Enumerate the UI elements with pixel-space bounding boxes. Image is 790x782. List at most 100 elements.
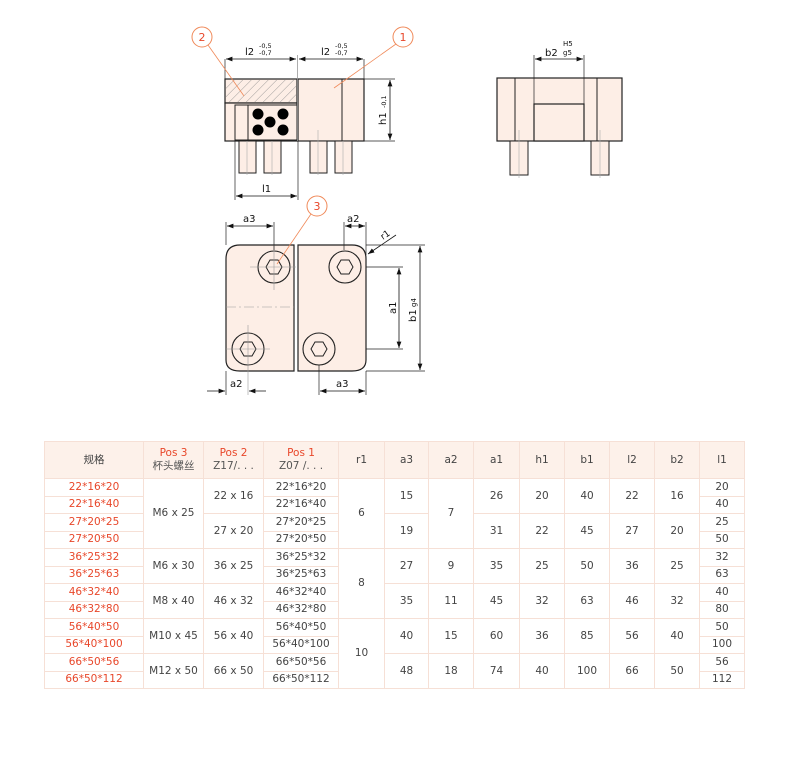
svg-text:-0,5: -0,5 — [335, 42, 348, 50]
l1-cell: 40 — [699, 583, 745, 602]
svg-text:3: 3 — [314, 200, 321, 213]
l2-cell: 36 — [609, 548, 655, 584]
l2-cell: 27 — [609, 513, 655, 549]
l1-cell: 56 — [699, 653, 745, 672]
header-h1: h1 — [519, 441, 565, 479]
table-row: 27*20*25 27 x 20 27*20*25 19 31 22 45 27… — [44, 513, 745, 549]
b2-cell: 50 — [654, 653, 700, 689]
pos1-cell: 66*50*112 — [263, 670, 339, 689]
b1-cell: 63 — [564, 583, 610, 619]
dim-l2-left: l2 — [245, 47, 254, 58]
b1-cell: 85 — [564, 618, 610, 654]
h1-cell: 40 — [519, 653, 565, 689]
dim-r1: r1 — [379, 229, 392, 243]
pos1-cell: 46*32*80 — [263, 600, 339, 619]
svg-text:-0,7: -0,7 — [259, 49, 272, 57]
dim-a3-bottom: a3 — [336, 379, 349, 390]
svg-text:1: 1 — [400, 31, 407, 44]
spec-cell: 66*50*112 — [44, 670, 144, 689]
r1-cell: 6 — [338, 478, 385, 549]
b1-cell: 100 — [564, 653, 610, 689]
a1-cell: 35 — [473, 548, 520, 584]
a3-cell: 35 — [384, 583, 429, 619]
header-b1: b1 — [564, 441, 610, 479]
header-b2: b2 — [654, 441, 700, 479]
pos2-cell: 27 x 20 — [203, 513, 264, 549]
svg-text:-0,7: -0,7 — [335, 49, 348, 57]
dot-pattern-icon — [252, 108, 289, 136]
table-row: 56*40*50 M10 x 45 56 x 40 56*40*50 10 40… — [44, 618, 745, 689]
svg-text:g5: g5 — [563, 49, 572, 57]
pos1-cell: 27*20*50 — [263, 530, 339, 549]
spec-cell: 27*20*50 — [44, 530, 144, 549]
a2-cell: 18 — [428, 653, 474, 689]
header-a1: a1 — [473, 441, 520, 479]
table-row: 22*16*40 22*16*40 40 — [44, 495, 745, 514]
h1-cell: 22 — [519, 513, 565, 549]
svg-text:H5: H5 — [563, 40, 573, 48]
pos1-cell: 56*40*50 — [263, 618, 339, 637]
header-r1: r1 — [338, 441, 385, 479]
pos3-cell: M6 x 25 — [143, 478, 204, 549]
l1-cell: 40 — [699, 495, 745, 514]
pos2-cell: 66 x 50 — [203, 653, 264, 689]
svg-text:g4: g4 — [410, 298, 418, 307]
dim-l1: l1 — [262, 184, 271, 195]
header-a2: a2 — [428, 441, 474, 479]
a2-cell: 15 — [428, 618, 474, 654]
a3-cell: 40 — [384, 618, 429, 654]
a2-cell: 9 — [428, 548, 474, 584]
dim-l2-right: l2 — [321, 47, 330, 58]
spec-cell: 56*40*50 — [44, 618, 144, 637]
side-view: b2 H5 g5 — [496, 40, 623, 178]
pos1-cell: 66*50*56 — [263, 653, 339, 672]
pos2-cell: 56 x 40 — [203, 618, 264, 654]
l1-cell: 25 — [699, 513, 745, 532]
a3-cell: 27 — [384, 548, 429, 584]
callout-3 — [306, 195, 328, 217]
b2-cell: 25 — [654, 548, 700, 584]
l1-cell: 112 — [699, 670, 745, 689]
spec-cell: 36*25*32 — [44, 548, 144, 567]
pos3-cell: M10 x 45 — [143, 618, 204, 654]
h1-cell: 25 — [519, 548, 565, 584]
header-spec: 规格 — [44, 441, 144, 479]
pos2-cell: 36 x 25 — [203, 548, 264, 584]
l2-cell: 46 — [609, 583, 655, 619]
a1-cell: 60 — [473, 618, 520, 654]
a2-cell: 7 — [428, 478, 474, 549]
pos3-cell: M6 x 30 — [143, 548, 204, 584]
svg-text:-0,5: -0,5 — [259, 42, 272, 50]
callout-2 — [191, 26, 213, 48]
spec-cell: 36*25*63 — [44, 565, 144, 584]
a1-cell: 74 — [473, 653, 520, 689]
header-l2: l2 — [609, 441, 655, 479]
table-row: 27*20*50 27*20*50 50 — [44, 530, 745, 549]
l1-cell: 100 — [699, 635, 745, 654]
b1-cell: 40 — [564, 478, 610, 514]
spec-cell: 56*40*100 — [44, 635, 144, 654]
a1-cell: 45 — [473, 583, 520, 619]
l1-cell: 63 — [699, 565, 745, 584]
pos3-cell: M12 x 50 — [143, 653, 204, 689]
a1-cell: 31 — [473, 513, 520, 549]
table-row: 36*25*32 M6 x 30 36 x 25 36*25*32 8 27 9… — [44, 548, 745, 619]
pos1-cell: 22*16*20 — [263, 478, 339, 497]
table-row: 56*40*100 56*40*100 100 — [44, 635, 745, 654]
spec-cell: 27*20*25 — [44, 513, 144, 532]
dim-a1: a1 — [388, 302, 399, 315]
technical-drawing: l2 -0,5 -0,7 l2 -0,5 -0,7 h1 -0,1 l1 2 1 — [191, 26, 623, 395]
svg-text:-0,1: -0,1 — [380, 95, 388, 108]
table-row: 66*50*56 M12 x 50 66 x 50 66*50*56 48 18… — [44, 653, 745, 689]
pos1-cell: 46*32*40 — [263, 583, 339, 602]
l1-cell: 80 — [699, 600, 745, 619]
r1-cell: 10 — [338, 618, 385, 689]
h1-cell: 20 — [519, 478, 565, 514]
pos1-cell: 27*20*25 — [263, 513, 339, 532]
spec-cell: 22*16*40 — [44, 495, 144, 514]
a3-cell: 15 — [384, 478, 429, 514]
pos2-cell: 46 x 32 — [203, 583, 264, 619]
callout-1 — [392, 26, 414, 48]
